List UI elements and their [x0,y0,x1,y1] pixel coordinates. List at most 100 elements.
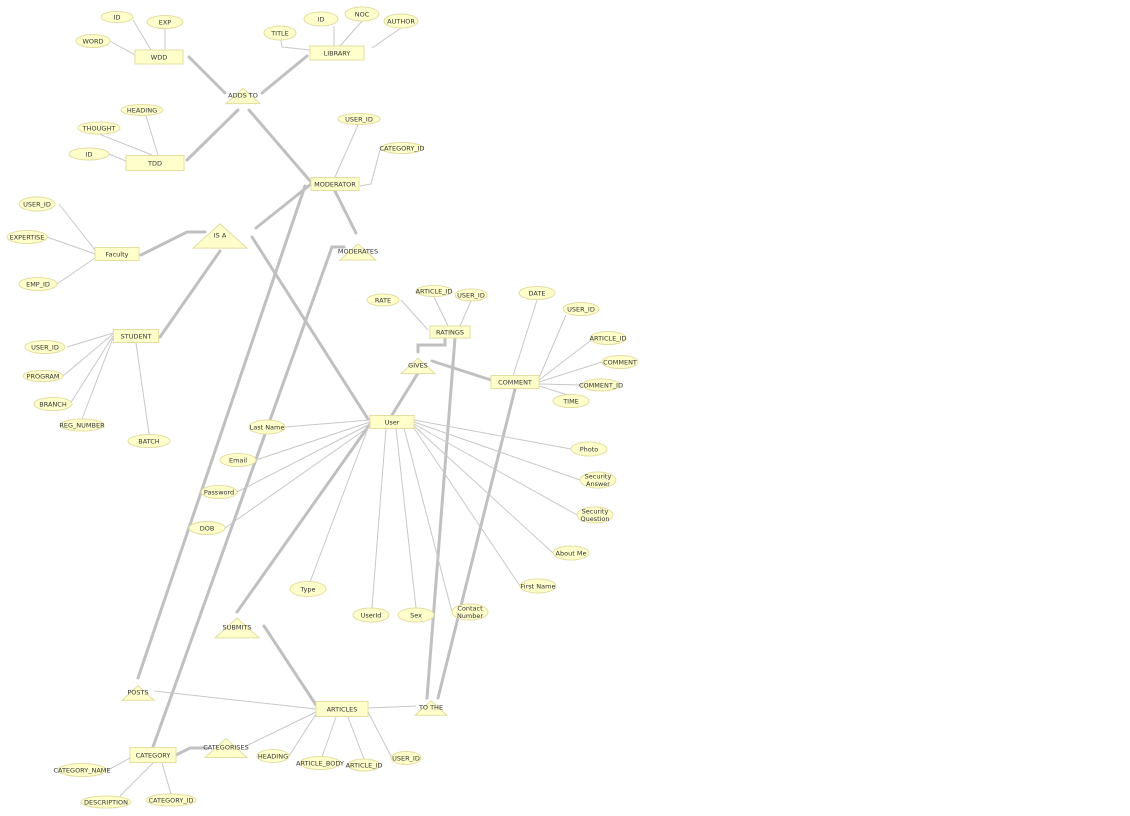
attr-link-stu_branch [69,335,114,405]
attribute-rat_article_id[interactable]: ARTICLE_ID [415,285,453,297]
entity-wdd[interactable]: WDD [134,49,184,65]
attribute-com_date[interactable]: DATE [518,286,556,300]
attribute-lib_author[interactable]: AUTHOR [383,13,419,29]
link-wdd-adds_to [187,55,227,95]
attribute-rat_rate[interactable]: RATE [366,293,400,307]
attribute-art_user_id[interactable]: USER_ID [390,751,422,765]
entity-articles[interactable]: ARTICLES [315,701,369,717]
attribute-lib_noc[interactable]: NOC [344,6,380,22]
entity-box [310,177,360,191]
attribute-label: ARTICLE_BODY [296,759,344,767]
attribute-ellipse [68,147,110,161]
attribute-usr_first_name[interactable]: First Name [519,578,557,594]
attribute-usr_sex[interactable]: Sex [397,607,435,623]
attribute-lib_id[interactable]: ID [303,11,339,27]
attr-link-tdd_id [108,153,127,162]
attribute-label: Email [229,456,247,464]
entity-library[interactable]: LIBRARY [309,45,365,61]
attribute-fac_user_id[interactable]: USER_ID [18,196,56,212]
attribute-lib_title[interactable]: TITLE [263,25,297,41]
attribute-wdd_word[interactable]: WORD [75,34,111,48]
attribute-tdd_thought[interactable]: THOUGHT [77,121,121,135]
relationship-gives[interactable]: GIVES [399,357,437,375]
attribute-ellipse [589,331,627,345]
attr-link-com_user_id [538,314,567,379]
attribute-com_comment[interactable]: COMMENT [601,355,639,369]
attribute-label: RATE [375,296,391,304]
entity-ratings[interactable]: RATINGS [429,325,471,339]
attribute-mod_category_id[interactable]: CATEGORY_ID [380,142,425,154]
relationship-submits[interactable]: SUBMITS [213,617,261,639]
attr-link-usr_about [413,425,554,554]
relationship-categorises[interactable]: CATEGORISES [203,737,249,758]
attribute-art_article_id[interactable]: ARTICLE_ID [346,758,383,772]
attribute-stu_branch[interactable]: BRANCH [33,397,73,411]
attr-link-usr_last_name [284,419,371,428]
attribute-mod_user_id[interactable]: USER_ID [337,113,381,125]
entity-label: MODERATOR [314,180,356,188]
relationship-adds_to[interactable]: ADDS TO [224,87,262,105]
attribute-stu_program[interactable]: PROGRAM [22,370,64,382]
entity-comment[interactable]: COMMENT [490,375,540,389]
entity-label: Faculty [105,250,128,258]
attr-link-fac_user_id [58,203,96,251]
attribute-art_body[interactable]: ARTICLE_BODY [296,756,344,770]
attribute-cat_id[interactable]: CATEGORY_ID [145,793,197,807]
attr-link-rat_article_id [433,296,449,327]
attribute-ellipse [390,751,422,765]
attribute-label: UserId [361,611,382,619]
entity-tdd[interactable]: TDD [125,155,185,171]
attribute-usr_dob[interactable]: DOB [188,521,226,535]
attribute-usr_last_name[interactable]: Last Name [248,419,286,435]
attribute-usr_password[interactable]: Password [200,485,238,499]
attribute-usr_about[interactable]: About Me [552,545,590,561]
attribute-usr_type[interactable]: Type [289,581,327,597]
entity-moderator[interactable]: MODERATOR [310,177,360,191]
entity-user[interactable]: User [369,415,415,429]
attribute-tdd_heading[interactable]: HEADING [120,104,164,116]
attribute-fac_emp_id[interactable]: EMP_ID [18,277,58,291]
attribute-stu_reg_number[interactable]: REG_NUMBER [59,418,105,432]
attribute-tdd_id[interactable]: ID [68,147,110,161]
attribute-usr_email[interactable]: Email [219,453,257,467]
attribute-label: About Me [556,549,587,557]
attribute-wdd_exp[interactable]: EXP [146,15,184,29]
attribute-com_user_id[interactable]: USER_ID [562,302,600,316]
attribute-label: ID [114,13,121,21]
attribute-rat_user_id[interactable]: USER_ID [454,288,488,302]
attribute-com_time[interactable]: TIME [552,394,590,408]
relationship-label: POSTS [127,688,148,696]
attribute-com_comment_id[interactable]: COMMENT_ID [579,378,623,392]
relationship-to_the[interactable]: TO THE [413,700,449,716]
relationship-is_a[interactable]: IS A [191,223,249,249]
attribute-stu_user_id[interactable]: USER_ID [24,340,66,354]
entity-label: RATINGS [436,328,464,336]
attribute-cat_name[interactable]: CATEGORY_NAME [53,763,111,777]
attribute-cat_desc[interactable]: DESCRIPTION [80,795,132,809]
link-articles-submits [262,624,318,707]
relationship-posts[interactable]: POSTS [120,685,156,701]
entity-category[interactable]: CATEGORY [129,747,177,763]
entity-faculty[interactable]: Faculty [94,247,140,261]
attribute-usr_photo[interactable]: Photo [570,441,608,457]
relationship-label: IS A [214,231,227,239]
attribute-wdd_id[interactable]: ID [100,11,134,23]
attribute-art_heading[interactable]: HEADING [256,749,290,763]
entity-label: CATEGORY [136,751,171,759]
attribute-ellipse [57,763,107,777]
attr-link-com_comment [538,361,603,383]
attribute-fac_expertise[interactable]: EXPERTISE [6,230,48,244]
entity-label: TDD [147,159,162,167]
attribute-stu_batch[interactable]: BATCH [127,434,171,448]
attribute-usr_userid[interactable]: UserId [352,607,390,623]
attr-link-usr_sec_q [413,423,578,516]
attribute-com_article_id[interactable]: ARTICLE_ID [589,331,627,345]
attribute-ellipse [552,545,590,561]
relationship-moderates[interactable]: MODERATES [338,243,378,261]
attribute-label: ARTICLE_ID [590,334,627,342]
attribute-label: Password [204,488,234,496]
entity-student[interactable]: STUDENT [113,329,159,343]
